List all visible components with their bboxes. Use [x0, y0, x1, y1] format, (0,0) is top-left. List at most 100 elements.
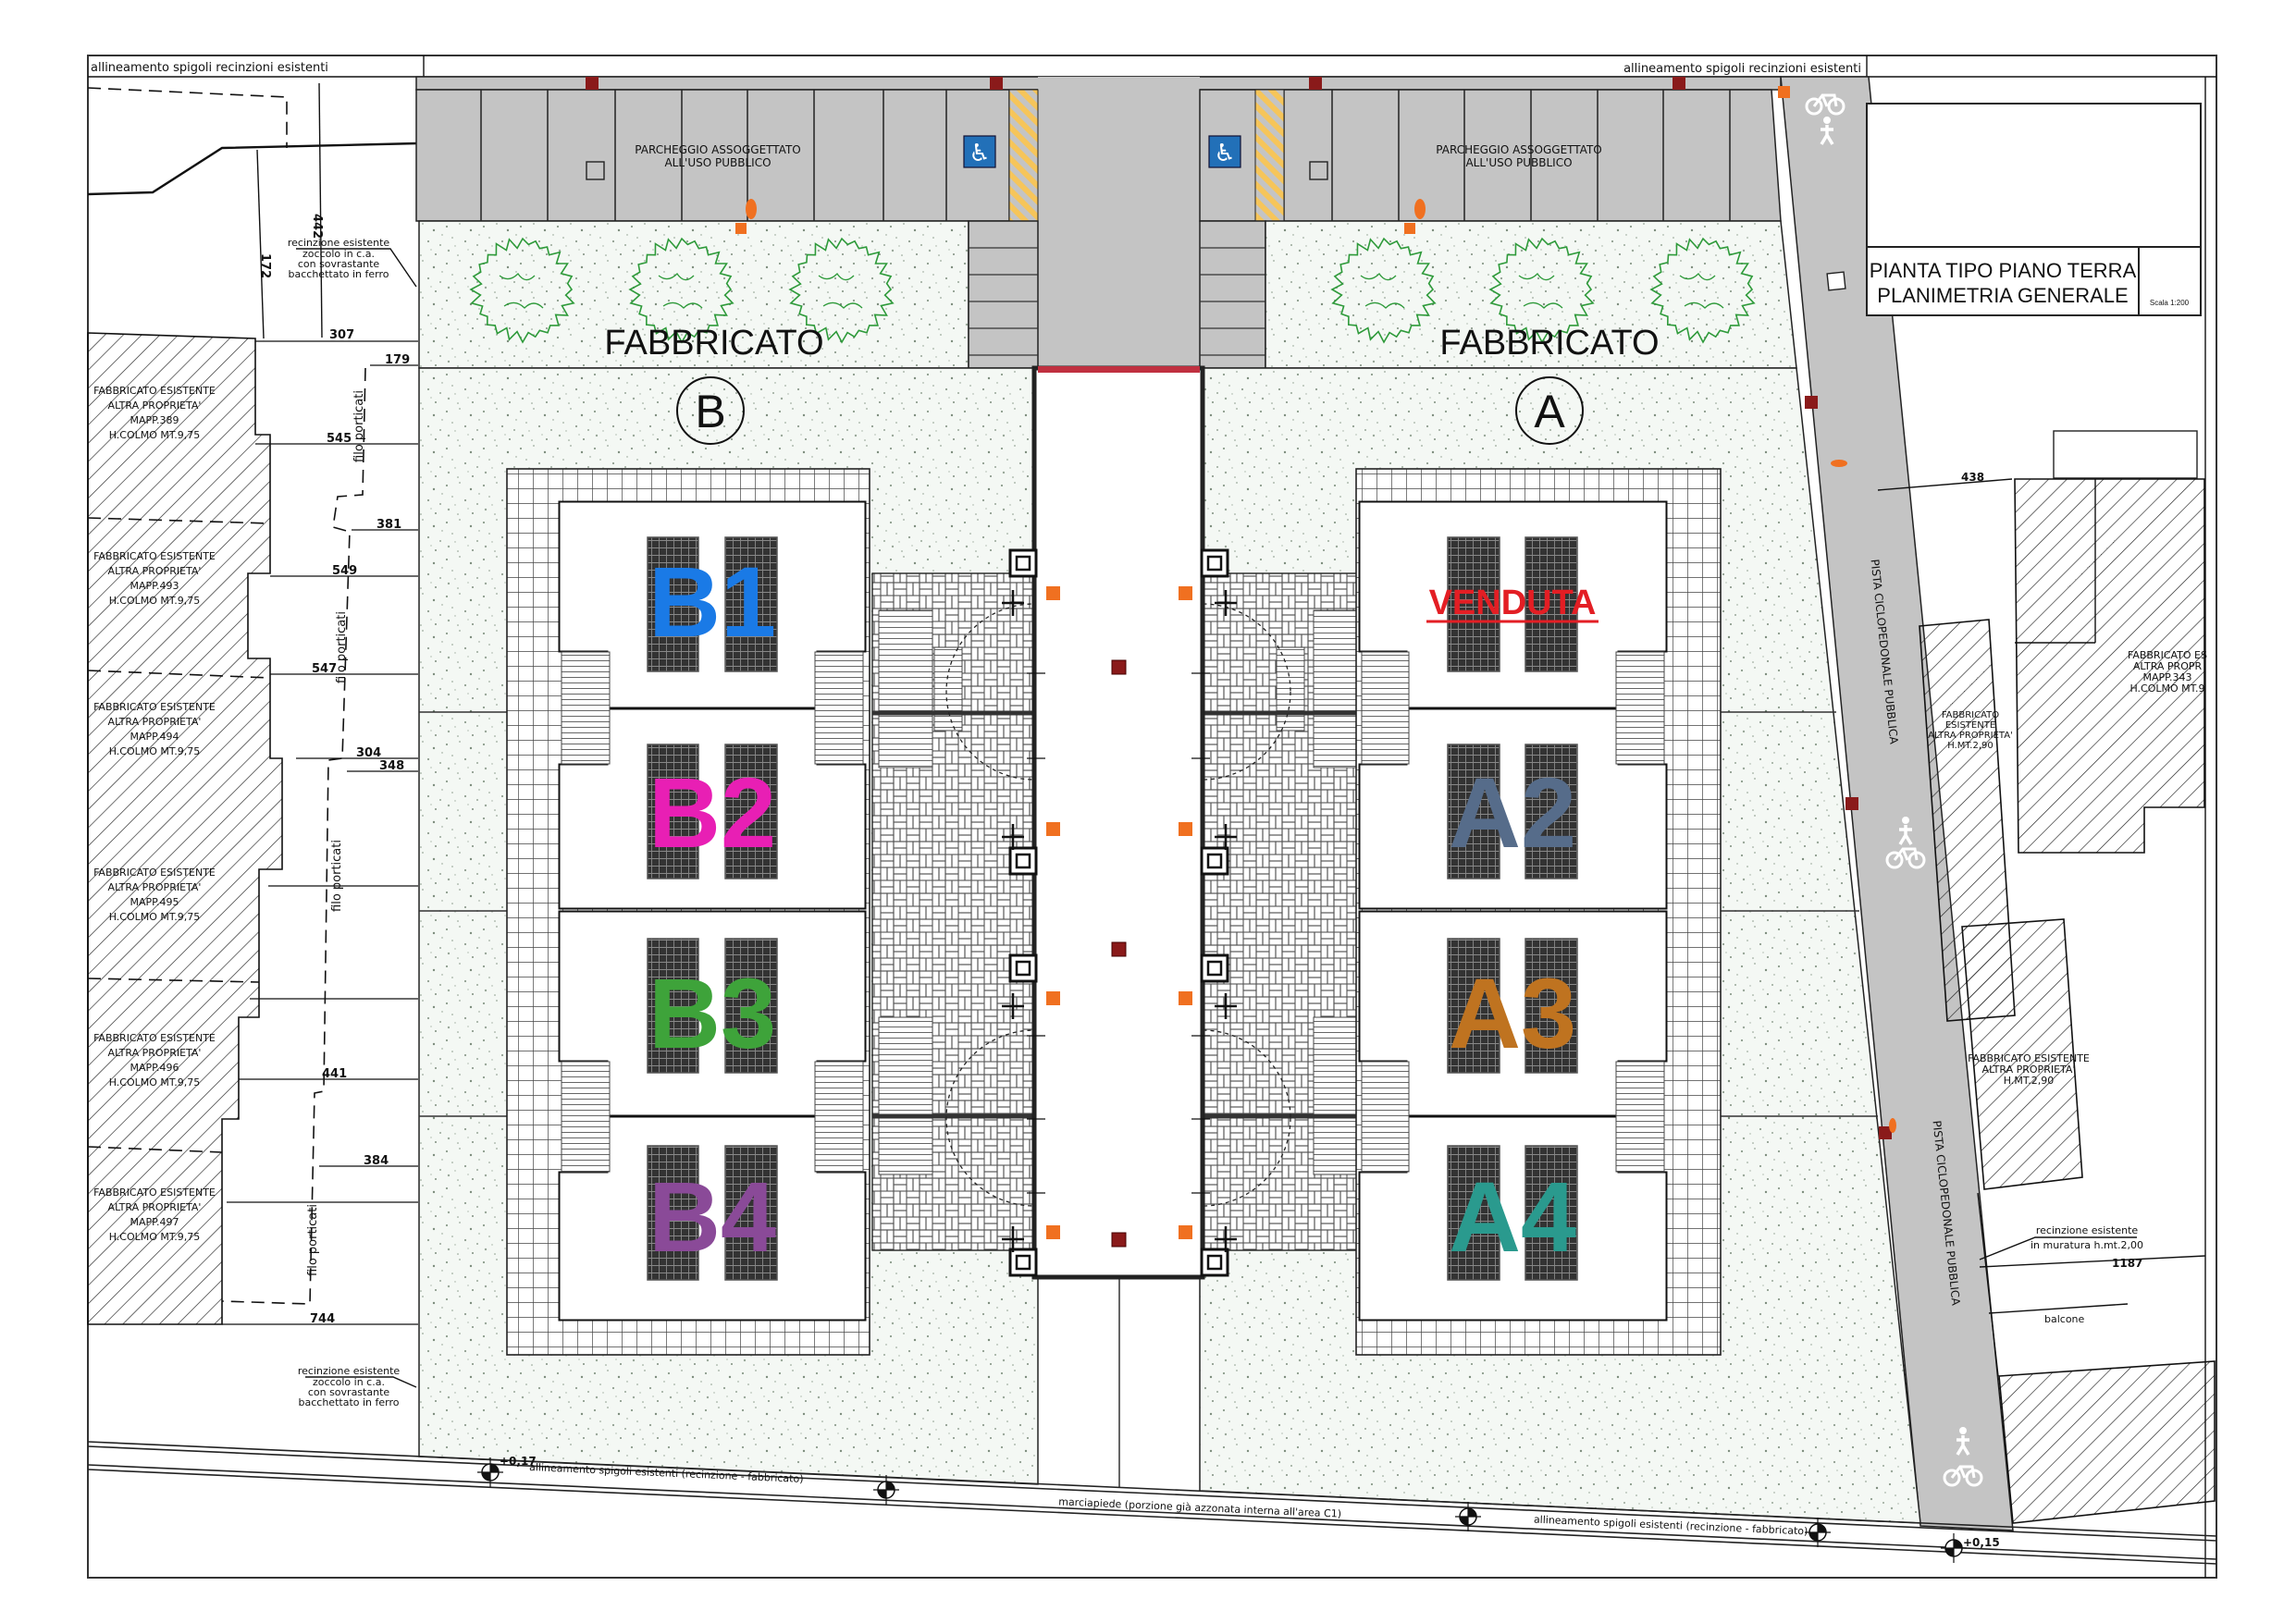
scale-label: Scala 1:200 [2150, 299, 2190, 307]
stair [1313, 609, 1361, 768]
old-fence-dashed [87, 87, 288, 148]
dimension-line [318, 82, 323, 338]
unit-label: B1 [648, 546, 776, 658]
building-letter-b: B [695, 386, 725, 437]
stair [933, 646, 963, 732]
existing-building-right-lower [1961, 918, 2083, 1190]
frame [1812, 93, 1838, 107]
cycle-path [1780, 76, 2014, 1531]
label-line: MAPP.493 [130, 580, 179, 592]
tree-branches [658, 272, 703, 309]
marker-cross [1455, 1502, 1481, 1531]
note-line: bacchettato in ferro [289, 268, 389, 280]
tree-icon [1330, 237, 1437, 344]
building-label-b: FABBRICATO [604, 324, 823, 363]
gate-post [1002, 993, 1024, 1019]
solar-panel [647, 536, 699, 672]
lane-gate [1038, 366, 1200, 373]
note-line: con sovrastante [298, 258, 380, 270]
trees [469, 237, 1756, 344]
meter-box [1200, 548, 1229, 578]
tree-branches [818, 272, 863, 309]
balcony-label: balcone [2044, 1313, 2085, 1325]
stair [1313, 1016, 1361, 1175]
tree-branches [1360, 272, 1405, 309]
neighbor-label-right-small: FABBRICATO ESISTENTE ALTRA PROPRIETA' H.… [1928, 710, 2013, 751]
label-line: FABBRICATO ESISTENTE [93, 1032, 216, 1044]
note-line: con sovrastante [308, 1386, 390, 1398]
unit-b1: B1 [558, 500, 867, 709]
manhole [1826, 271, 1846, 291]
tree-canopy [1488, 237, 1595, 344]
lamp-post [1046, 822, 1060, 836]
label-line: MAPP.495 [130, 896, 179, 908]
label-line: H.COLMO MT.9,75 [109, 429, 201, 441]
accessible-parking-sign-left: ♿ [963, 135, 996, 168]
stair [878, 1016, 933, 1175]
solar-panel [724, 938, 778, 1074]
lamp-post [1179, 991, 1192, 1005]
terrace-stair [1615, 1061, 1665, 1173]
dimension-label: 438 [1961, 471, 1984, 484]
elevation-label: +0,17 [500, 1455, 537, 1468]
pedestrian-crossing-right [1254, 89, 1285, 222]
dimension-lines-left [222, 340, 418, 1325]
note-line: recinzione esistente [2036, 1224, 2139, 1236]
bicycle-icon [1805, 93, 1845, 116]
solar-panel [1447, 744, 1500, 879]
step-lines [969, 247, 1265, 356]
terrace-stair [1361, 1061, 1410, 1173]
lamp-post [1889, 1118, 1896, 1133]
label-line: MAPP.494 [130, 731, 179, 743]
parking-label-line: PARCHEGGIO ASSOGGETTATO [635, 143, 800, 156]
terrace-stair [1615, 651, 1665, 765]
dimension-labels-left: 442 172 307 179 545 381 549 547 304 348 … [258, 214, 410, 1326]
utility-meter-icon [1008, 846, 1038, 876]
terrace-stair [814, 1061, 864, 1173]
utility-meter-icon [1200, 953, 1229, 983]
parking-label-left: PARCHEGGIO ASSOGGETTATO ALL'USO PUBBLICO [635, 143, 800, 169]
label-line: ALTRA PROPRIETA' [108, 1201, 202, 1213]
right-lot-lines [1877, 77, 2206, 1578]
lamp-post [1179, 586, 1192, 600]
meter-box [1200, 846, 1229, 876]
note-line: bacchettato in ferro [299, 1396, 400, 1408]
manhole [586, 161, 605, 180]
solar-panel [647, 938, 699, 1074]
solar-panel [1524, 938, 1578, 1074]
meter-inner [1015, 1254, 1031, 1271]
manhole [1309, 161, 1328, 180]
meter-box [1200, 953, 1229, 983]
marker-cross [1805, 1518, 1831, 1547]
label-line: FABBRICATO ESISTENTE [93, 701, 216, 713]
meter-inner [1206, 960, 1223, 977]
tree-canopy [788, 237, 895, 344]
meter-inner [1015, 960, 1031, 977]
unit-label: A4 [1449, 1161, 1576, 1273]
building-marker-b [676, 376, 745, 445]
gate-post [1215, 993, 1237, 1019]
marker-cross [477, 1457, 503, 1487]
tree-icon [788, 237, 895, 344]
pedestrian-icon [1956, 1427, 1970, 1456]
gate-post [1215, 1226, 1237, 1252]
label-line: H.COLMO MT.9,75 [109, 1231, 201, 1243]
dimension-line [256, 149, 265, 339]
unit-label: B3 [648, 957, 776, 1069]
existing-building-right-big [2014, 478, 2205, 854]
sidewalk-lines [87, 1441, 2217, 1565]
label-line: H.COLMO MT.9,75 [109, 911, 201, 923]
label-line: FABBRICATO ESISTENTE [1968, 1052, 2090, 1064]
lamp-post-right [1404, 199, 1426, 234]
meter-box [1008, 1248, 1038, 1277]
dimension-label: 179 [385, 353, 410, 367]
label-line: H.COLMO MT.9 [2129, 682, 2204, 695]
solar-panel [724, 744, 778, 879]
label-line: FABBRICATO ESISTENTE [93, 550, 216, 562]
elevation-marker-icon [1455, 1502, 1481, 1531]
drain-grate [586, 77, 599, 90]
dimension-label: 381 [376, 518, 401, 532]
existing-buildings-left [87, 332, 283, 1325]
bicycle-icon [1943, 1465, 1983, 1487]
dimension-label: 547 [312, 662, 337, 676]
